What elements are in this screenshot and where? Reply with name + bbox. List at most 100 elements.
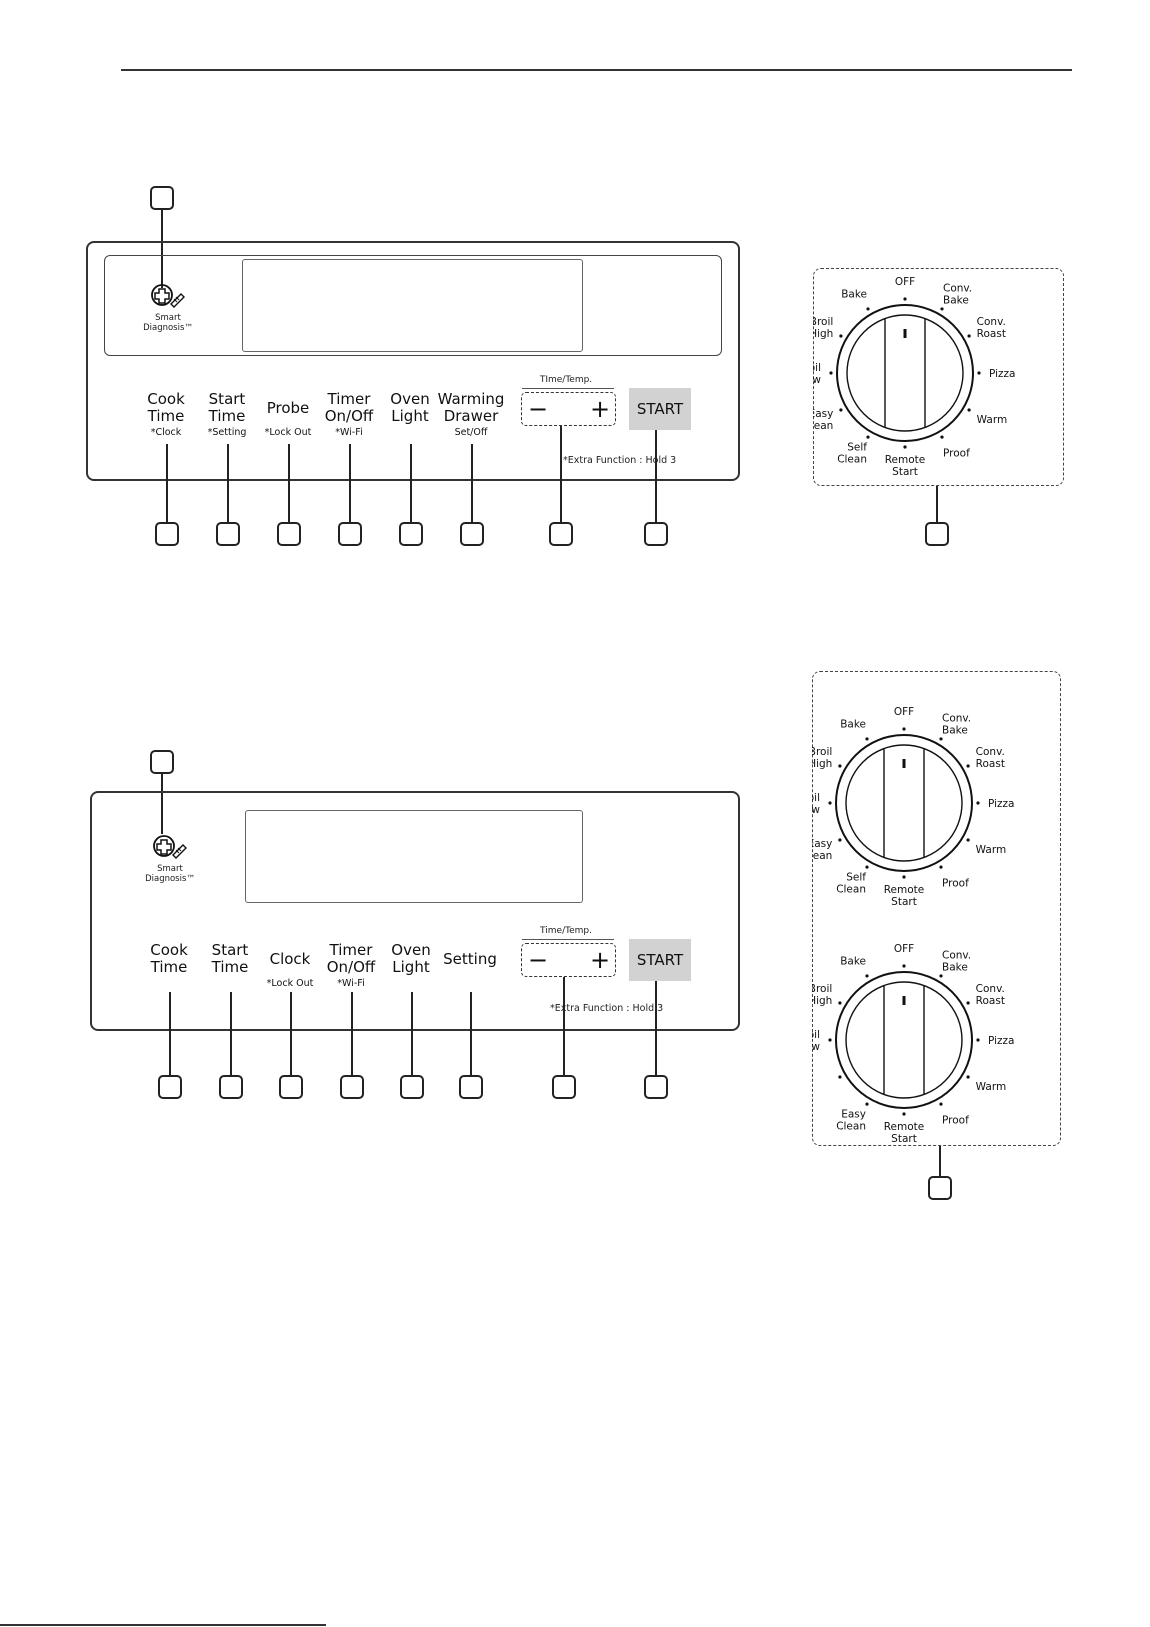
time-temp-pad[interactable] bbox=[521, 392, 616, 426]
plus-button[interactable]: + bbox=[590, 395, 611, 423]
extra-function-note: *Extra Function : Hold 3 bbox=[550, 1003, 664, 1014]
dial-label: Bake bbox=[840, 955, 866, 967]
dial-label: Pizza bbox=[989, 368, 1015, 380]
start-time-secondary-label: *Setting bbox=[207, 427, 247, 438]
callout-start bbox=[644, 522, 668, 546]
start-time-label: Time bbox=[208, 407, 246, 425]
dial-position-dot bbox=[966, 1001, 970, 1005]
callout-warming-drawer bbox=[460, 522, 484, 546]
cook-time-label: Cook bbox=[150, 941, 188, 959]
dial-position-dot bbox=[967, 334, 971, 338]
timer-label: On/Off bbox=[326, 958, 376, 976]
header-rule bbox=[121, 69, 1072, 71]
start-button[interactable]: START bbox=[629, 388, 691, 430]
dial-position-dot bbox=[839, 334, 843, 338]
dial-indicator bbox=[903, 329, 907, 338]
callout-smart-diagnosis bbox=[150, 186, 174, 210]
mode-dial-lower: OFFConv.BakeConv.RoastPizzaWarmProofRemo… bbox=[812, 943, 1014, 1145]
dial-label: BroilLow bbox=[813, 362, 821, 386]
callout-smart-diagnosis bbox=[150, 750, 174, 774]
probe-key[interactable]: Probe*Lock Out bbox=[265, 400, 312, 439]
dial-label: BroilLow bbox=[812, 792, 820, 816]
dial-outer-ring bbox=[835, 734, 973, 872]
time-temp-pad[interactable] bbox=[521, 943, 616, 977]
minus-button[interactable]: − bbox=[528, 395, 549, 423]
dial-position-dot bbox=[966, 838, 970, 842]
oven-light-label: Light bbox=[392, 958, 430, 976]
timer-label: Timer bbox=[329, 941, 373, 959]
probe-label: Probe bbox=[266, 399, 310, 417]
callout-cook-time bbox=[158, 1075, 182, 1099]
dial-position-dot bbox=[939, 865, 943, 869]
plus-button[interactable]: + bbox=[590, 946, 611, 974]
cook-time-label: Time bbox=[147, 407, 185, 425]
leader-line bbox=[290, 992, 292, 1075]
dial-knob[interactable] bbox=[845, 744, 963, 862]
smart-diagnosis-icon bbox=[151, 284, 185, 308]
timer-secondary-label: *Wi-Fi bbox=[337, 978, 365, 989]
dial-position-dot bbox=[976, 1038, 980, 1042]
dial-position-dot bbox=[967, 408, 971, 412]
dial-position-dot bbox=[903, 445, 907, 449]
callout-timer bbox=[340, 1075, 364, 1099]
timer-label: On/Off bbox=[324, 407, 374, 425]
dial-outer-ring bbox=[835, 971, 973, 1109]
clock-key[interactable]: Clock*Lock Out bbox=[267, 951, 314, 990]
callout-time-temp bbox=[552, 1075, 576, 1099]
cook-time-label: Time bbox=[150, 958, 188, 976]
leader-line bbox=[351, 992, 353, 1075]
callout-oven-light bbox=[400, 1075, 424, 1099]
leader-line bbox=[410, 444, 412, 522]
leader-line bbox=[411, 992, 413, 1075]
leader-line bbox=[230, 992, 232, 1075]
cook-time-secondary-label: *Clock bbox=[150, 427, 182, 438]
dial-position-dot bbox=[939, 1102, 943, 1106]
dial-position-dot bbox=[838, 838, 842, 842]
timer-secondary-label: *Wi-Fi bbox=[335, 427, 363, 438]
dial-knob[interactable] bbox=[845, 981, 963, 1099]
callout-setting bbox=[459, 1075, 483, 1099]
setting-key[interactable]: Setting bbox=[443, 951, 497, 968]
dial-label: Warm bbox=[976, 1081, 1007, 1093]
dial-position-dot bbox=[865, 865, 869, 869]
dial-position-dot bbox=[939, 974, 943, 978]
start-button[interactable]: START bbox=[629, 939, 691, 981]
smart-diagnosis-label: Smart Diagnosis™ bbox=[145, 864, 195, 884]
leader-line bbox=[470, 992, 472, 1075]
extra-function-note: *Extra Function : Hold 3 bbox=[563, 455, 677, 466]
dial-label: Conv.Bake bbox=[942, 949, 971, 973]
dial-label: Proof bbox=[943, 448, 970, 460]
dial-label: OFF bbox=[895, 276, 915, 288]
minus-button[interactable]: − bbox=[528, 946, 549, 974]
dial-knob[interactable] bbox=[846, 314, 964, 432]
dial-label: Warm bbox=[977, 414, 1008, 426]
dial-position-dot bbox=[903, 297, 907, 301]
dial-label: BroilLow bbox=[812, 1029, 820, 1053]
dial-label: Conv.Roast bbox=[976, 746, 1005, 770]
dial-label: Bake bbox=[840, 718, 866, 730]
clock-label: Clock bbox=[269, 950, 311, 968]
time-temp-rule bbox=[522, 939, 614, 940]
callout-start bbox=[644, 1075, 668, 1099]
dial-label: Conv.Roast bbox=[977, 316, 1006, 340]
dial-grip bbox=[883, 749, 925, 857]
callout-timer bbox=[338, 522, 362, 546]
panel-frame bbox=[90, 791, 740, 1031]
